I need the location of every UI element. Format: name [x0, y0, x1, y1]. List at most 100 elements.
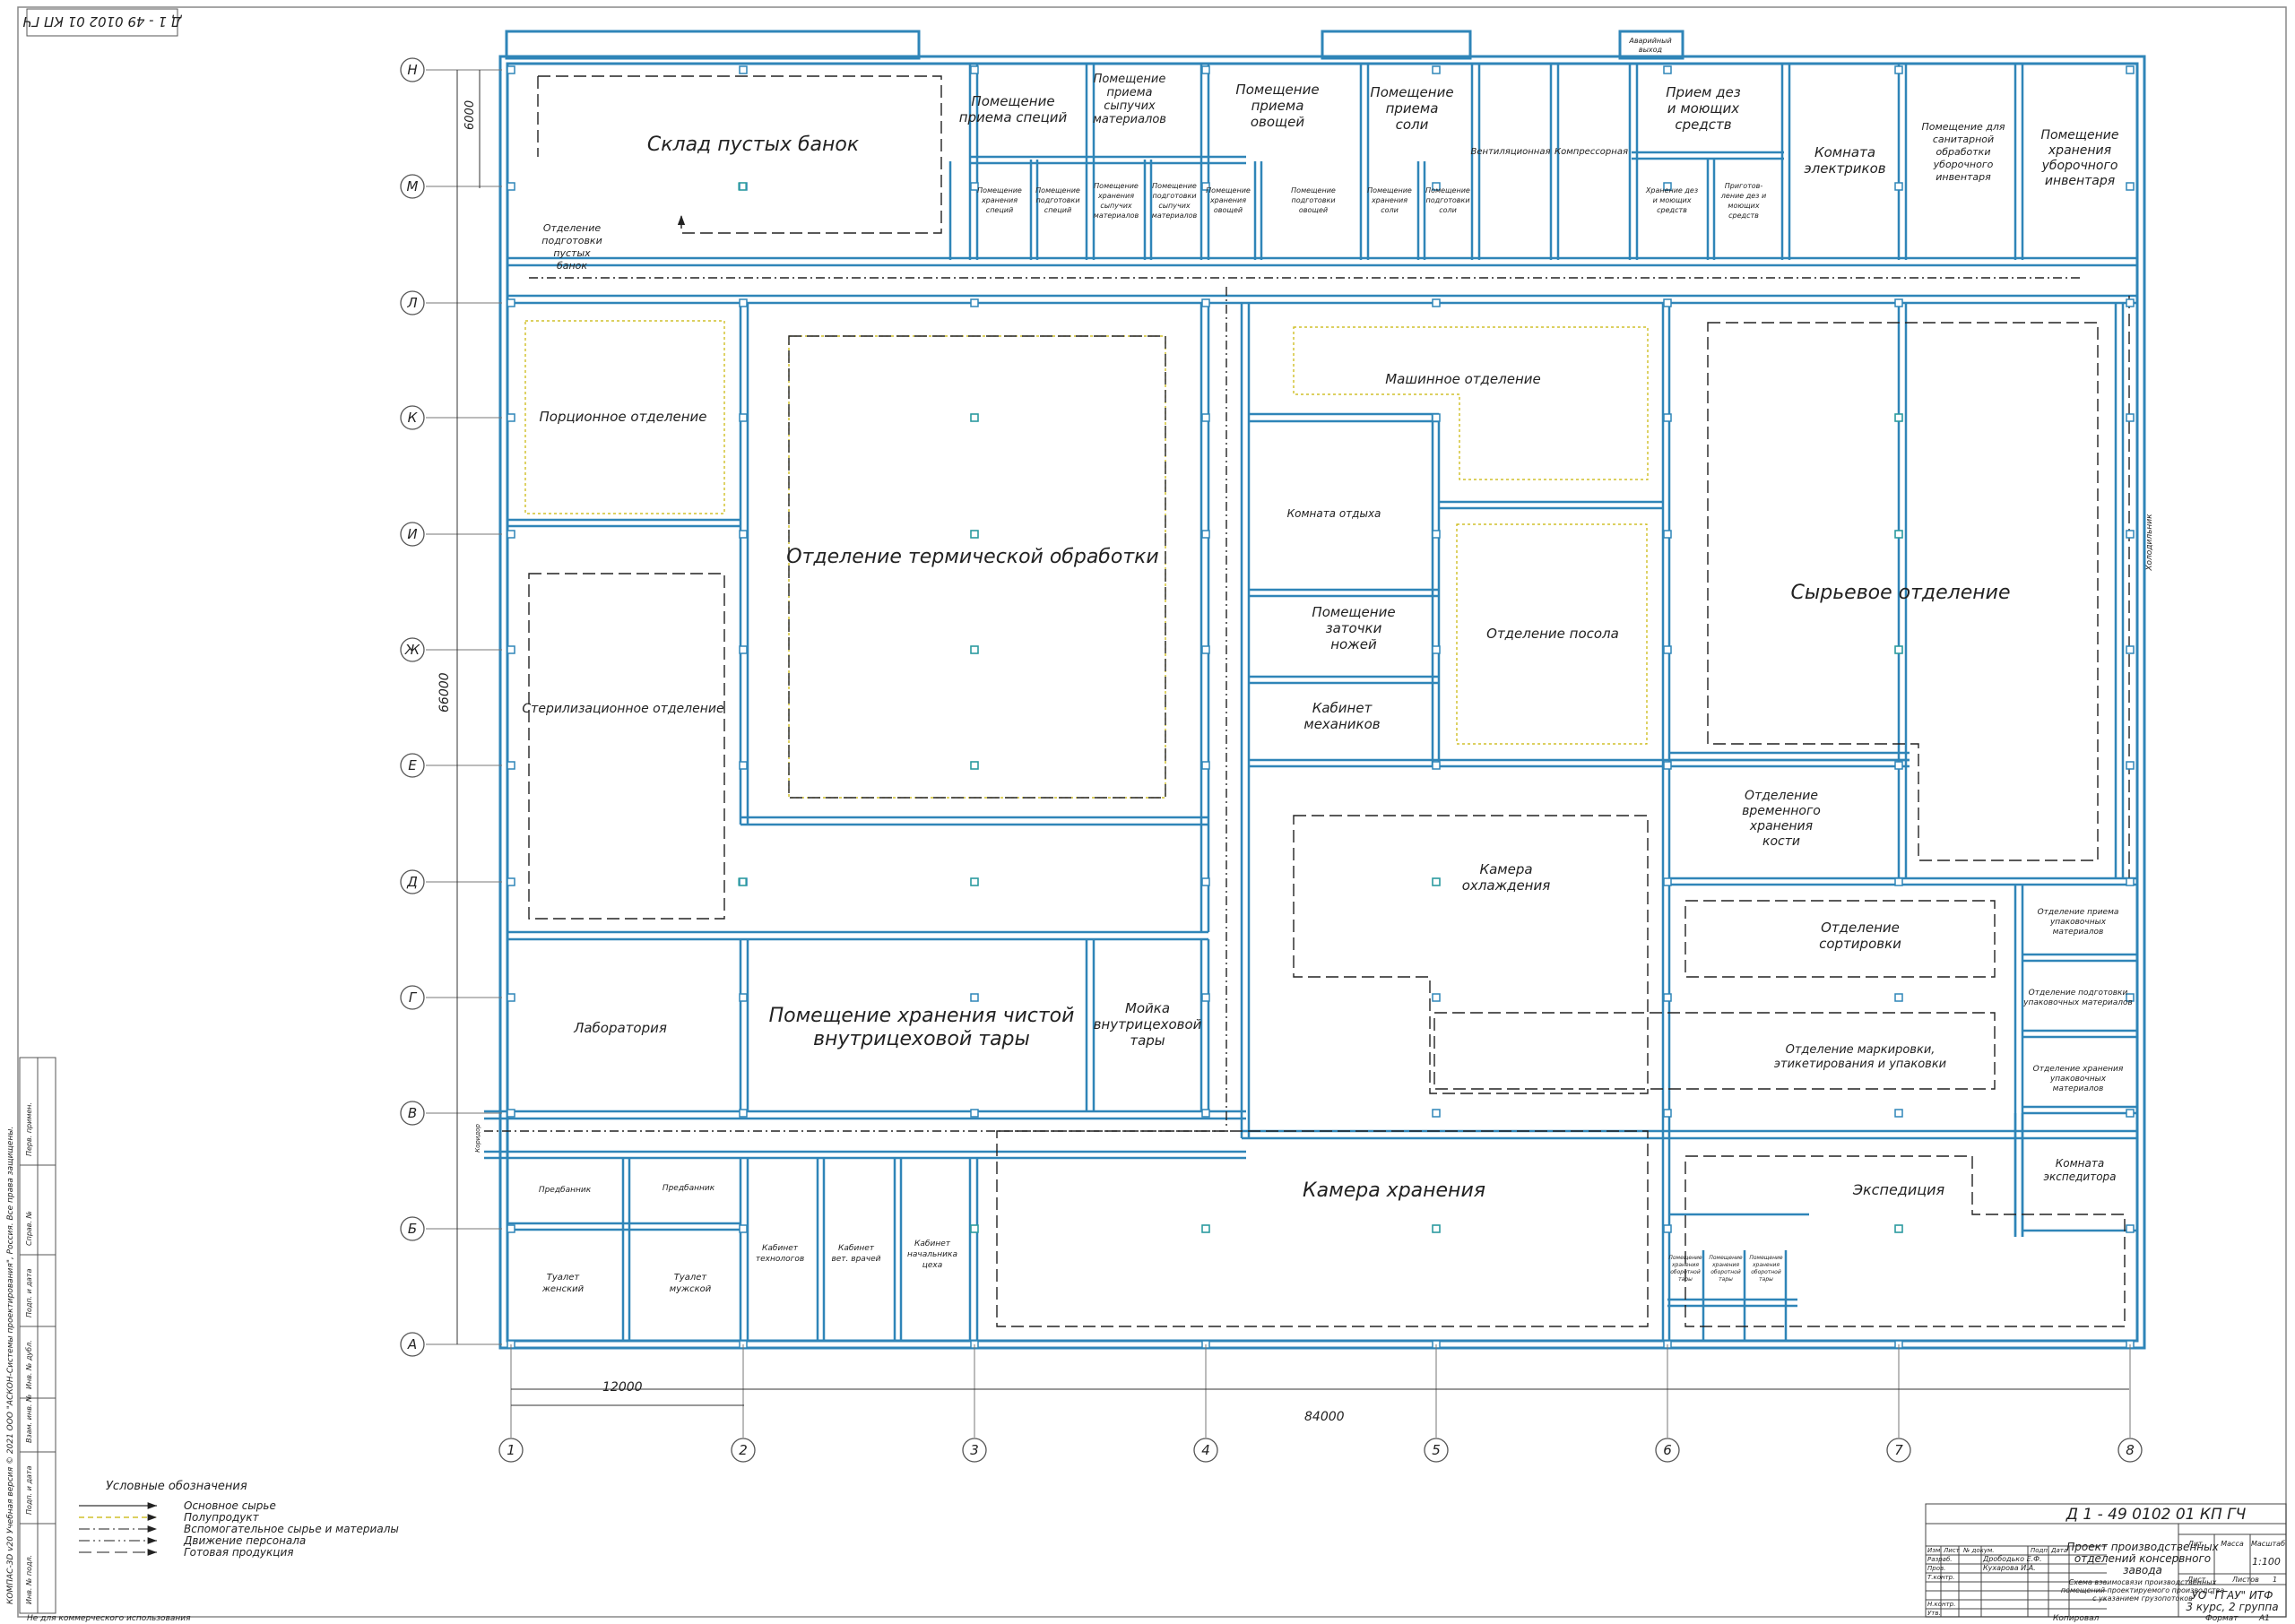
- room-hran_upak-line-1: упаковочных: [2049, 1075, 2107, 1084]
- room-priem_speciy-line-0: Помещение: [971, 93, 1054, 109]
- room-hran_upak-line-0: Отделение хранения: [2033, 1065, 2124, 1074]
- sheet-frame: [17, 6, 2287, 1618]
- room-priem_dez-line-2: средств: [1675, 117, 1731, 133]
- tb-role-9: Утв.: [1927, 1610, 1941, 1617]
- room-kab_tehnolog-line-0: Кабинет: [762, 1244, 799, 1253]
- room-otd_podg_bank-line-1: подготовки: [541, 235, 602, 246]
- room-kamera_hran: Камера хранения: [1303, 1179, 1485, 1202]
- room-hran_ovoshey-line-0: Помещение: [1206, 186, 1251, 194]
- tb-sheets-count: 1: [2273, 1576, 2277, 1584]
- room-tualet_zh-line-1: женский: [541, 1284, 585, 1294]
- title-code: Д 1 - 49 0102 01 КП ГЧ: [2066, 1506, 2247, 1524]
- axis-col-5: 6: [1663, 1442, 1672, 1458]
- legend-label-1: Полупродукт: [184, 1511, 260, 1524]
- legend: Условные обозначения Основное сырьеПолуп…: [79, 1480, 399, 1559]
- room-avar_vyhod-line-0: Аварийный: [1628, 37, 1671, 45]
- room-ekspeditor-line-1: экспедитора: [2043, 1170, 2116, 1183]
- room-hran_speciy-line-0: Помещение: [977, 186, 1022, 194]
- legend-label-2: Вспомогательное сырье и материалы: [184, 1523, 399, 1535]
- tb-role-5: Разраб.: [1927, 1556, 1953, 1563]
- room-chist_tara-line-1: внутрицеховой тары: [813, 1028, 1030, 1050]
- room-otd_podg_bank-line-0: Отделение: [543, 222, 602, 234]
- tb-role-4: Дата: [2050, 1547, 2067, 1554]
- room-priem_upak-line-1: упаковочных: [2049, 918, 2107, 927]
- room-tualet_m-line-0: Туалет: [674, 1273, 708, 1283]
- room-sanit-line-1: санитарной: [1933, 134, 1994, 145]
- room-prigot_dez-line-0: Приготов-: [1725, 182, 1763, 190]
- room-markir-line-1: этикетирования и упаковки: [1774, 1058, 1946, 1071]
- axis-col-2: 3: [970, 1442, 979, 1458]
- room-sanit-line-3: уборочного: [1933, 159, 1994, 170]
- tb-copied: Копировал: [2053, 1614, 2100, 1623]
- room-prigot_dez-line-3: средств: [1728, 212, 1759, 220]
- bottom-note: Не для коммерческого использования: [27, 1614, 191, 1623]
- axis-row-10: Б: [408, 1221, 417, 1237]
- room-elektrik-line-1: электриков: [1804, 160, 1885, 177]
- side-stamp-0: Перв. примен.: [25, 1102, 33, 1156]
- room-podg_upak-line-1: упаковочных материалов: [2022, 998, 2133, 1007]
- tb-mass: Масса: [2221, 1540, 2244, 1548]
- axis-row-9: В: [408, 1105, 417, 1121]
- room-moyka-line-1: внутрицеховой: [1094, 1016, 1202, 1032]
- room-hran_ovoshey-line-2: овощей: [1214, 206, 1243, 214]
- room-podg_ovoshey-line-0: Помещение: [1291, 186, 1336, 194]
- room-priem_dez-line-0: Прием дез: [1666, 84, 1740, 100]
- side-stamp-6: Инв. № подл.: [25, 1555, 33, 1604]
- room-zatochka-line-0: Помещение: [1312, 604, 1395, 620]
- room-tualet_m-line-1: мужской: [670, 1284, 712, 1294]
- tb-developer: Дрободько Е.Ф.: [1982, 1555, 2042, 1563]
- room-hran_dez-line-0: Хранение дез: [1645, 186, 1698, 194]
- room-tualet_zh-line-0: Туалет: [547, 1273, 581, 1283]
- tb-role-2: № докум.: [1962, 1547, 1995, 1554]
- tb-role-6: Пров.: [1927, 1565, 1945, 1572]
- room-mehanik-line-1: механиков: [1303, 716, 1380, 732]
- legend-title: Условные обозначения: [106, 1480, 247, 1493]
- room-priem_ovoshey-line-2: овощей: [1251, 114, 1305, 130]
- room-kompres: Компрессорная: [1555, 147, 1628, 157]
- room-ekspedic: Экспедиция: [1852, 1181, 1945, 1198]
- legend-label-0: Основное сырье: [184, 1499, 276, 1512]
- room-podg_soli-line-2: соли: [1439, 206, 1457, 214]
- room-priem_soli-line-2: соли: [1396, 117, 1429, 133]
- room-otd_podg_bank-line-2: пустых: [553, 247, 591, 259]
- tb-role-1: Лист: [1943, 1547, 1961, 1554]
- axis-col-4: 5: [1432, 1442, 1441, 1458]
- room-kab_vrach-line-0: Кабинет: [838, 1244, 875, 1253]
- room-kab_vrach-line-1: вет. врачей: [831, 1255, 880, 1264]
- room-porcion: Порционное отделение: [539, 409, 706, 425]
- room-vremen-line-3: кости: [1762, 834, 1800, 849]
- dim-total-height: 66000: [437, 672, 452, 713]
- stamp-top: Д 1 - 49 0102 01 КП ГЧ: [23, 13, 183, 30]
- legend-label-4: Готовая продукция: [184, 1546, 293, 1559]
- side-stamp-4: Взам. инв. №: [25, 1395, 33, 1443]
- room-termich: Отделение термической обработки: [786, 546, 1158, 568]
- room-podg_ovoshey-line-1: подготовки: [1291, 196, 1335, 204]
- room-hran_ovoshey-line-1: хранения: [1209, 196, 1246, 204]
- room-markir: Отделение маркировки,этикетирования и уп…: [1774, 1043, 1946, 1071]
- room-podg_speciy-line-1: подготовки: [1035, 196, 1079, 204]
- axis-row-2: Л: [406, 295, 417, 311]
- tb-lit: Лит.: [2187, 1540, 2204, 1548]
- axis-col-7: 8: [2126, 1442, 2135, 1458]
- room-priem_sypuch-line-3: материалов: [1093, 113, 1166, 126]
